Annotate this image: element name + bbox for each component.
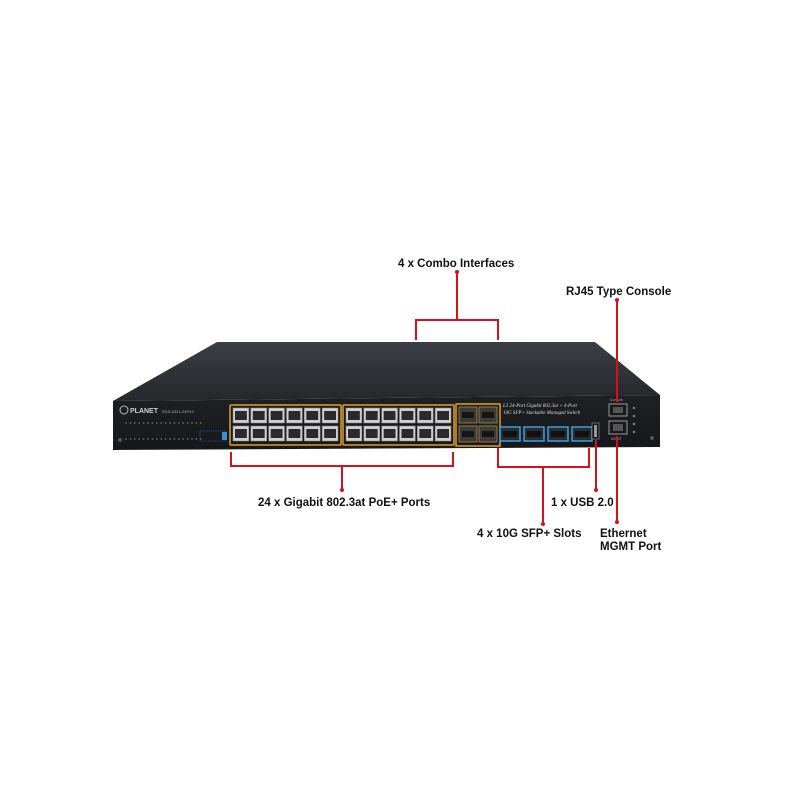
led	[142, 422, 145, 424]
led	[164, 422, 167, 424]
led	[195, 438, 198, 440]
mode-button[interactable]	[222, 432, 227, 440]
device-description-line2: 10G SFP+ Stackable Managed Switch	[503, 411, 581, 416]
led	[173, 438, 176, 440]
combo-sfp-slots	[455, 403, 501, 447]
led	[155, 422, 158, 424]
poe-ports	[229, 404, 455, 446]
led	[177, 422, 180, 424]
led	[142, 438, 145, 440]
label-mgmt-line1: Ethernet	[600, 528, 647, 540]
led	[164, 438, 167, 440]
led	[182, 422, 185, 424]
led	[125, 438, 127, 440]
chassis-top	[113, 342, 660, 401]
led	[160, 438, 163, 440]
led	[191, 438, 193, 440]
led	[169, 422, 171, 424]
led	[129, 438, 132, 440]
led	[199, 422, 202, 424]
led	[147, 422, 149, 424]
led	[155, 438, 158, 440]
label-sfp-slots: 4 x 10G SFP+ Slots	[477, 528, 582, 540]
callout-lines	[230, 272, 618, 524]
led	[133, 422, 136, 424]
label-mgmt-line2: MGMT Port	[600, 541, 662, 553]
device-description-line1: L3 24-Port Gigabit 802.3at + 4-Port	[502, 404, 578, 409]
label-combo-interfaces: 4 x Combo Interfaces	[398, 258, 515, 270]
led	[138, 438, 141, 440]
brand-logo: PLANET	[130, 408, 159, 415]
led	[129, 422, 132, 424]
status-leds	[125, 422, 202, 440]
led	[186, 438, 189, 440]
led	[151, 438, 154, 440]
led	[133, 438, 136, 440]
led	[182, 438, 185, 440]
led	[177, 438, 180, 440]
label-poe-ports: 24 x Gigabit 802.3at PoE+ Ports	[258, 497, 431, 509]
led	[186, 422, 189, 424]
led	[147, 438, 149, 440]
led	[195, 422, 198, 424]
label-usb: 1 x USB 2.0	[551, 497, 614, 509]
sfp-plus-slots	[499, 426, 593, 442]
led	[160, 422, 163, 424]
system-leds	[632, 406, 636, 434]
led	[191, 422, 193, 424]
planet-logo-icon	[119, 405, 129, 415]
label-rj45-console: RJ45 Type Console	[566, 286, 672, 298]
led	[125, 422, 127, 424]
led	[169, 438, 171, 440]
led	[173, 422, 176, 424]
led	[138, 422, 141, 424]
model-name: SGS-6341-24P4X	[162, 409, 194, 414]
led	[151, 422, 154, 424]
led	[199, 438, 202, 440]
